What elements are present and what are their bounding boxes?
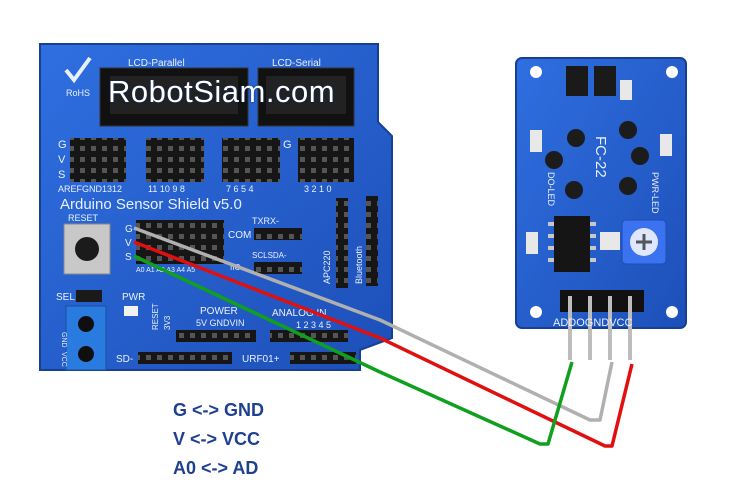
terminal-vcc-label: VCC: [60, 352, 67, 367]
watermark-text: RobotSiam.com: [108, 74, 336, 109]
digital-header-left: [70, 138, 126, 182]
pwr-label: PWR: [122, 292, 145, 303]
urf01-header: [290, 352, 356, 364]
power-header: [176, 330, 256, 342]
sensor-pin-labels: ADDOGNDVCC: [553, 317, 633, 329]
v33-label: 3V3: [163, 315, 172, 330]
analog-numbers-label: 1 2 3 4 5: [296, 320, 331, 330]
pwr-led-label: PWR-LED: [650, 172, 660, 214]
sd-label: SD-: [116, 354, 133, 365]
pin-numbers-right: 7 6 5 4: [226, 184, 254, 194]
bluetooth-label: Bluetooth: [354, 246, 364, 284]
com-header: [254, 228, 302, 240]
mapping-line-analog: A0 <-> AD: [173, 458, 259, 478]
sel-jumper: [76, 290, 102, 302]
sensor-model-label: FC-22: [592, 136, 609, 178]
digital-header-mid: [146, 138, 204, 182]
sensor-pin-header: [560, 290, 644, 312]
mapping-line-ground: G <-> GND: [173, 400, 265, 420]
analog-in-header: [270, 330, 348, 342]
com-label: COM: [228, 230, 251, 241]
lcd-parallel-label: LCD-Parallel: [128, 58, 185, 69]
sensor-shield-board: RoHS LCD-Parallel LCD-Serial G V S G ARE…: [39, 43, 393, 371]
reset-vertical-label: RESET: [151, 303, 160, 330]
reset-label: RESET: [68, 213, 99, 223]
jumper-wires: [133, 226, 634, 448]
pwr-led: [124, 306, 138, 316]
analog-in-label: ANALOG IN: [272, 308, 326, 319]
digital-header-far: [298, 138, 354, 182]
red-wire: [133, 240, 634, 448]
pin-numbers-mid: 11 10 9 8: [148, 184, 185, 194]
bluetooth-header: [366, 196, 378, 286]
pin-numbers-left: AREFGND1312: [58, 184, 122, 194]
rohs-check-icon: [64, 56, 92, 84]
apc220-label: APC220: [322, 250, 332, 284]
gvs-label-s: S: [58, 169, 65, 181]
power-pins-label: 5V GNDVIN: [196, 318, 245, 328]
gvs-label-v: V: [58, 154, 66, 166]
fc22-sensor-module: FC-22 DO-LED PWR-LED ADDOGNDVCC: [515, 57, 687, 360]
gvs-label-g-right: G: [283, 139, 292, 151]
lcd-serial-label: LCD-Serial: [272, 58, 321, 69]
sd-header: [138, 352, 232, 364]
shield-name-label: Arduino Sensor Shield v5.0: [60, 196, 242, 213]
analog-s-label: S: [125, 252, 132, 263]
rohs-label: RoHS: [66, 88, 90, 98]
digital-header-right: [222, 138, 280, 182]
analog-g-label: G: [125, 224, 133, 235]
green-wire: [133, 254, 574, 446]
gray-wire: [133, 226, 614, 422]
txrx-label: TXRX-: [252, 216, 279, 226]
terminal-gnd-label: GND: [60, 332, 67, 348]
pin-numbers-far: 3 2 1 0: [304, 184, 332, 194]
apc220-header: [336, 198, 348, 288]
gvs-label-g: G: [58, 139, 67, 151]
mapping-line-power: V <-> VCC: [173, 429, 261, 449]
analog-v-label: V: [125, 238, 132, 249]
sel-label: SEL: [56, 292, 75, 303]
do-led-label: DO-LED: [546, 172, 556, 207]
urf01-label: URF01+: [242, 354, 280, 365]
comparator-chip: [554, 216, 590, 272]
sclsda-header: [254, 262, 302, 274]
sclsda-label: SCLSDA-: [252, 251, 287, 260]
power-label: POWER: [200, 306, 238, 317]
